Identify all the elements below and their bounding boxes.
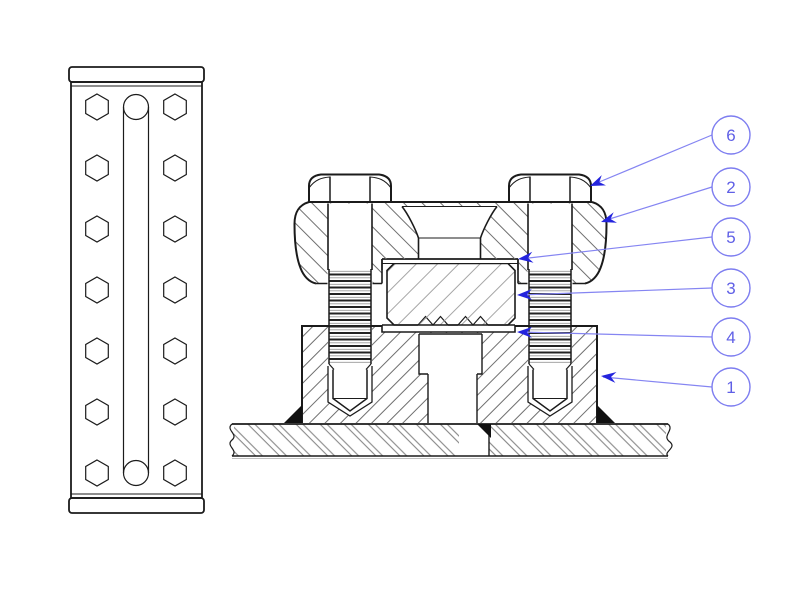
balloon-number: 1 (726, 378, 735, 397)
callout-3: 3 (516, 268, 751, 308)
plate-body (70, 81, 203, 499)
bolt-shank (327, 203, 373, 270)
weld-bead-right (597, 405, 615, 423)
balloon-number: 6 (726, 126, 735, 145)
center-slot (122, 93, 150, 487)
center-block (386, 262, 516, 326)
bolt-tip (332, 369, 368, 412)
balloon-circle (711, 317, 751, 357)
leader-line (518, 331, 713, 338)
clamp-assembly-section-view (229, 173, 673, 459)
break-line-left (229, 423, 235, 457)
ground-plate (229, 423, 673, 459)
leader-arrow (600, 370, 617, 383)
callouts: 6 2 5 3 4 1 (516, 115, 751, 407)
balloon-circle (711, 115, 751, 155)
leader-line (519, 236, 713, 260)
leader-line (518, 287, 713, 296)
bolt-tip (532, 369, 568, 412)
balloon-number: 4 (726, 328, 735, 347)
bolt-threads (329, 269, 371, 364)
hex-hole-pattern (85, 93, 187, 487)
leader-line (602, 376, 713, 388)
weld-bead-left (284, 405, 302, 423)
callout-5: 5 (517, 217, 751, 265)
plate-bottom-cap (68, 497, 205, 514)
callout-6: 6 (587, 115, 751, 192)
leader-line (591, 134, 713, 186)
hex-bolt-left (308, 173, 392, 417)
balloon-circle (711, 167, 751, 207)
plate-top-cap (68, 66, 205, 83)
weld-bead-center (477, 424, 491, 438)
bolt-threads (529, 269, 571, 364)
callout-2: 2 (599, 167, 751, 228)
base-cavity (419, 333, 482, 374)
plate-plan-view (68, 66, 205, 514)
balloon-circle (711, 217, 751, 257)
balloon-circle (711, 268, 751, 308)
break-line-right (666, 423, 673, 457)
callout-4: 4 (516, 317, 751, 357)
balloon-number: 2 (726, 178, 735, 197)
balloon-circle (711, 367, 751, 407)
callout-1: 1 (600, 367, 751, 407)
balloon-number: 5 (726, 228, 735, 247)
hex-bolt-right (508, 173, 592, 417)
base-channel (428, 374, 477, 423)
leader-line (602, 186, 713, 222)
balloon-number: 3 (726, 279, 735, 298)
